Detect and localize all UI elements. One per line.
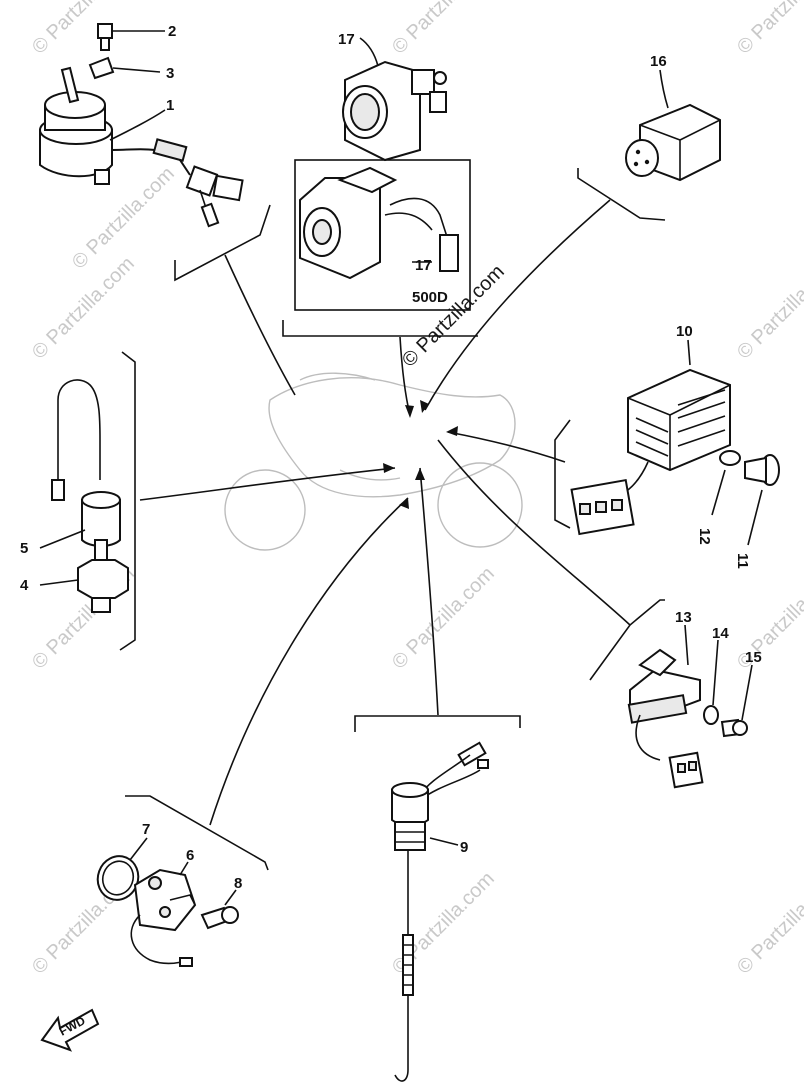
watermark: © Partzilla.com	[733, 563, 804, 674]
level-switch-part[interactable]	[391, 741, 489, 1082]
callout-5: 5	[20, 540, 28, 557]
callout-2: 2	[168, 23, 176, 40]
callout-14: 14	[712, 625, 729, 642]
starter-relay-part[interactable]	[342, 37, 447, 162]
callout-6: 6	[186, 847, 194, 864]
starter-relay-500d-inset[interactable]	[294, 159, 471, 311]
callout-16: 16	[650, 53, 667, 70]
watermark: © Partzilla.com	[28, 0, 139, 59]
callout-12: 12	[696, 528, 713, 545]
callout-4: 4	[20, 577, 29, 594]
pressure-switch-part[interactable]	[39, 379, 129, 613]
callout-9: 9	[460, 839, 468, 856]
callout-7: 7	[142, 821, 150, 838]
watermark: © Partzilla.com	[388, 0, 499, 59]
level-gauge-part[interactable]	[92, 837, 239, 967]
forward-arrow: FWD	[40, 1008, 100, 1052]
watermark: © Partzilla.com	[733, 253, 804, 364]
callout-11: 11	[734, 553, 751, 569]
sidestand-switch-part[interactable]	[627, 624, 753, 789]
watermark: © Partzilla.com	[388, 563, 499, 674]
watermark: © Partzilla.com	[733, 0, 804, 59]
leader-lines	[139, 199, 631, 826]
callout-1: 1	[166, 97, 174, 114]
variant-label-500d: 500D	[412, 289, 448, 306]
callout-labels: 1 2 3 17 17 16 10 12 11 5 4 13 14 15 9 7…	[20, 23, 762, 892]
rectifier-regulator-part[interactable]	[570, 339, 780, 546]
callout-17: 17	[338, 31, 355, 48]
callout-17: 17	[415, 257, 432, 274]
watermark: © Partzilla.com	[733, 868, 804, 979]
motorcycle-outline	[224, 372, 523, 551]
main-switch-part[interactable]	[39, 23, 244, 228]
group-brackets	[119, 168, 666, 871]
flasher-relay-part[interactable]	[625, 69, 721, 182]
callout-8: 8	[234, 875, 242, 892]
callout-15: 15	[745, 649, 762, 666]
callout-3: 3	[166, 65, 174, 82]
callout-13: 13	[675, 609, 692, 626]
callout-10: 10	[676, 323, 693, 340]
